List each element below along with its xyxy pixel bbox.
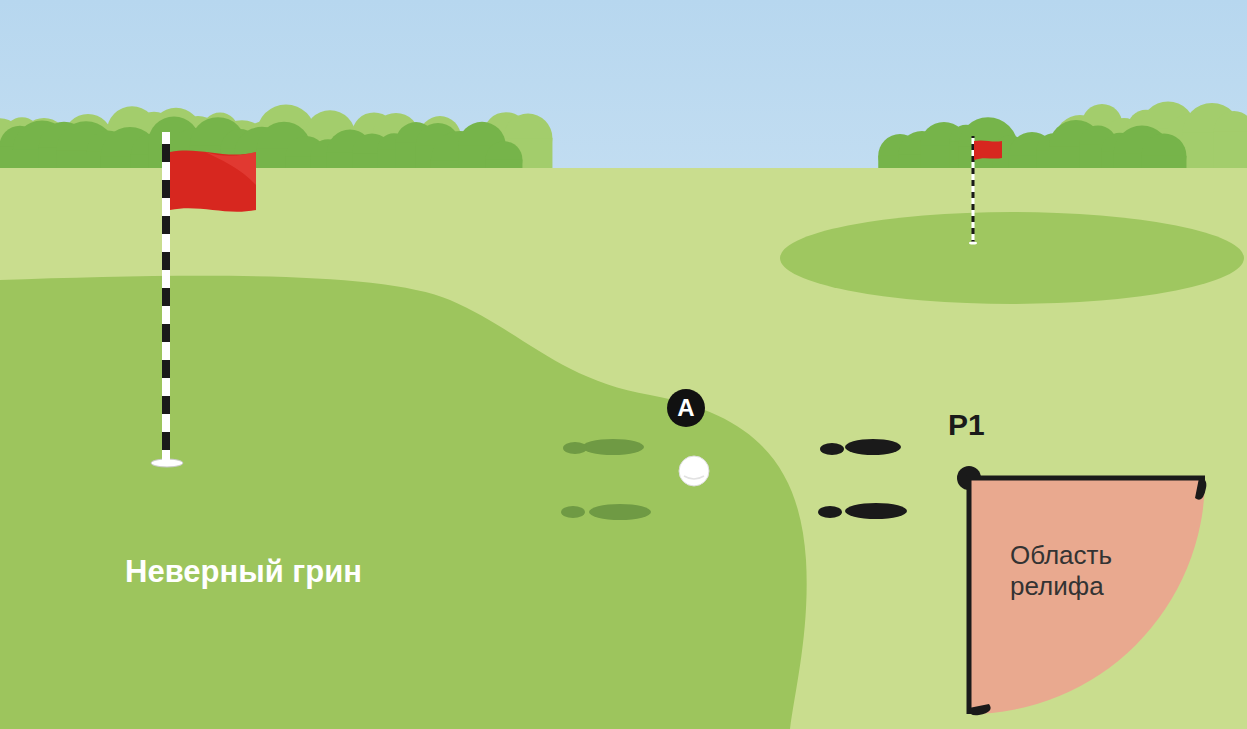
point-marker: A xyxy=(667,389,705,427)
flag xyxy=(170,150,256,211)
area-label: Неверный грин xyxy=(125,556,362,587)
area-caption: Область релифа xyxy=(1010,540,1140,602)
right-green xyxy=(780,212,1244,304)
footprints xyxy=(818,439,907,519)
flag-shade xyxy=(205,152,256,185)
callout-letter: A xyxy=(677,396,694,420)
ball-dimple xyxy=(684,476,704,479)
fairway xyxy=(0,168,1247,729)
point-label: P1 xyxy=(948,410,985,440)
golf-ball xyxy=(679,456,709,486)
footprints xyxy=(561,439,651,520)
flag xyxy=(974,140,1002,160)
wrong-green xyxy=(0,276,807,729)
hole xyxy=(969,242,977,245)
relief-area: Область релифа xyxy=(969,478,1209,718)
flag-pole xyxy=(162,132,170,464)
